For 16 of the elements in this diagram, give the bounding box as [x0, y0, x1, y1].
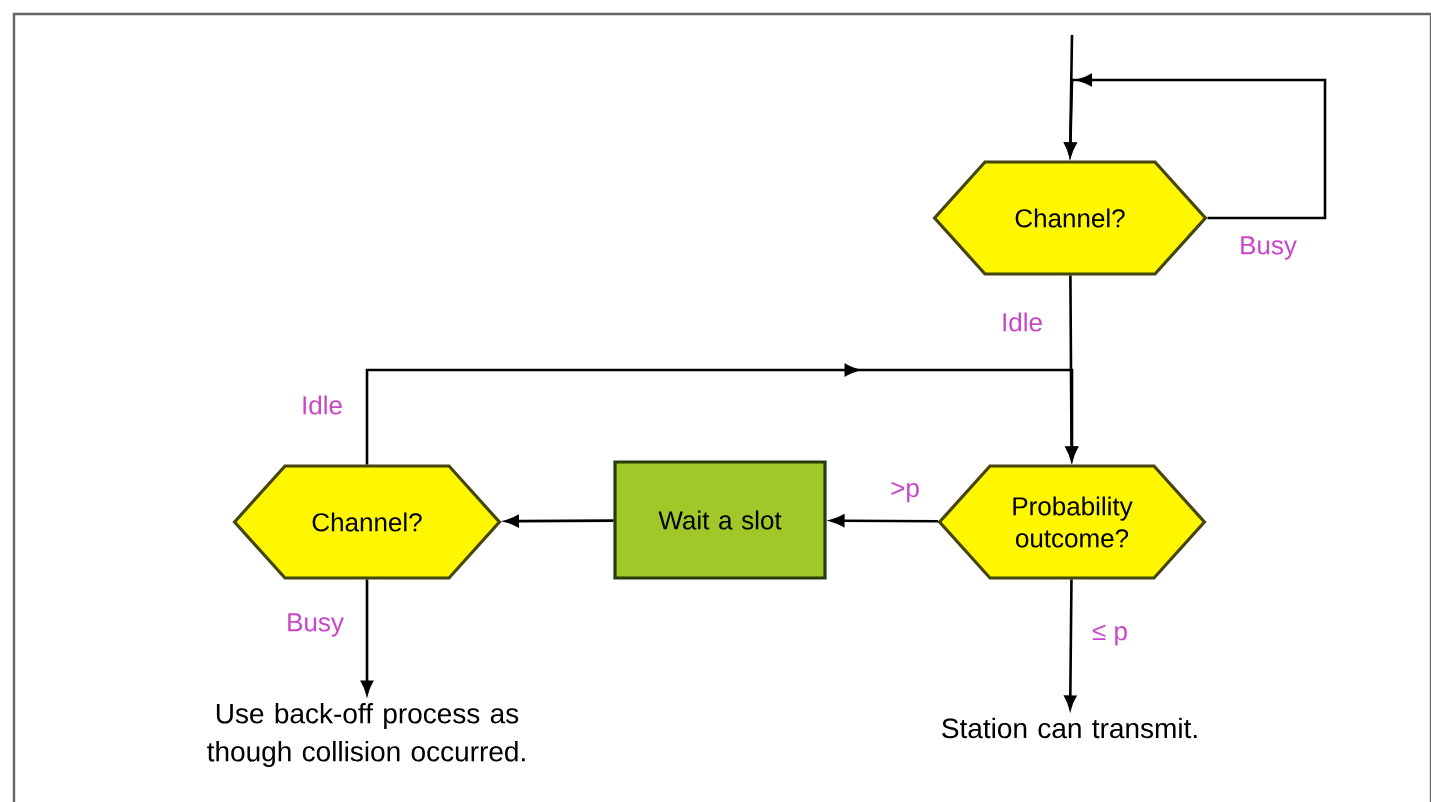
arrow — [504, 515, 614, 528]
outcome-text: Use back-off process as though collision occurred. — [207, 702, 525, 768]
process-box: Wait a slot — [613, 460, 827, 580]
edge-label: >p — [888, 479, 922, 505]
edge-label: Busy — [1237, 234, 1299, 262]
arrow — [365, 364, 1078, 465]
decision-hexagon: Probability outcome? — [937, 464, 1207, 580]
outcome-text: Station can transmit. — [942, 717, 1197, 739]
edge-label: Idle — [999, 310, 1045, 334]
decision-hexagon: Channel? — [232, 464, 502, 580]
decision-hexagon: Channel? — [932, 160, 1208, 276]
arrow — [1064, 74, 1327, 220]
edge-label: Busy — [284, 611, 346, 639]
edge-label: ≤ p — [1090, 622, 1130, 648]
edge-label: Idle — [299, 393, 345, 417]
arrow — [1064, 579, 1077, 710]
